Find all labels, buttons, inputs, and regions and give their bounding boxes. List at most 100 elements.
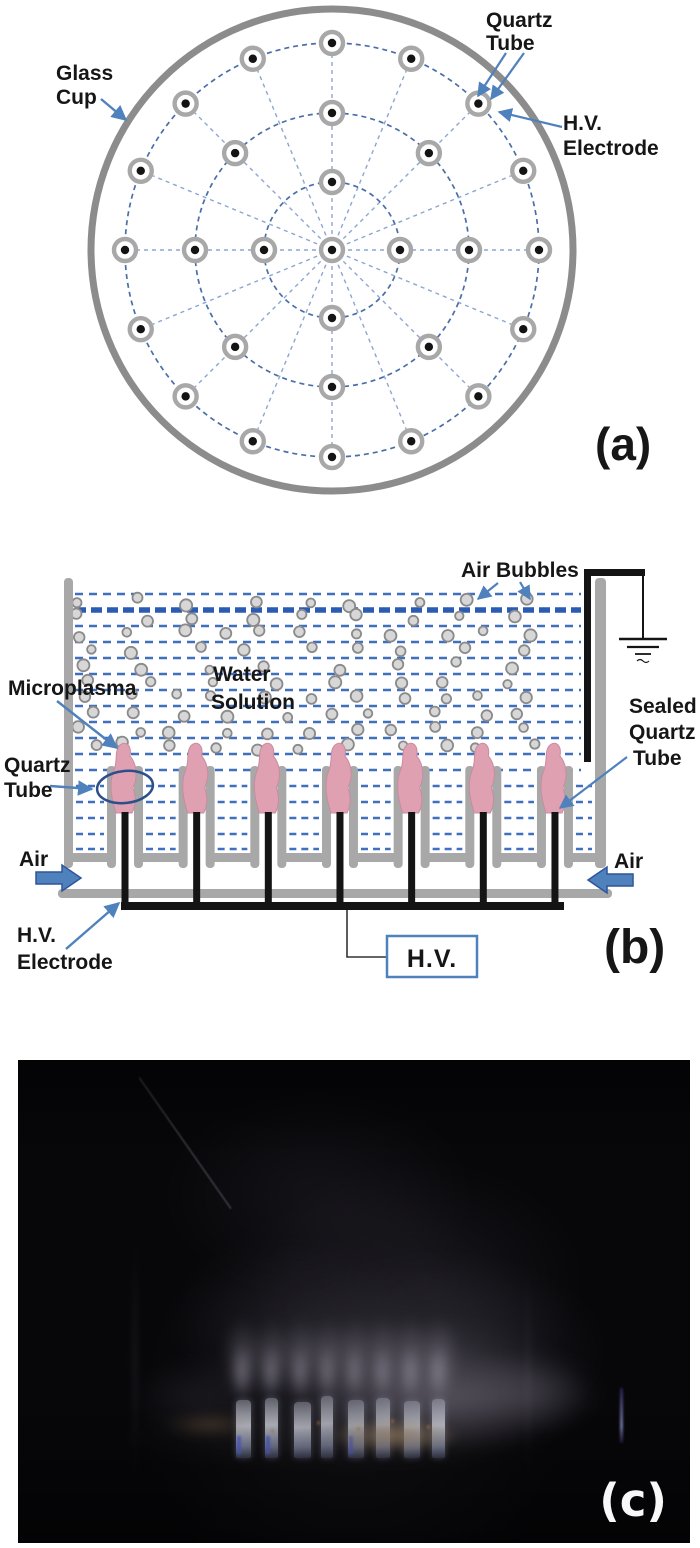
air-arrow-left-icon xyxy=(586,865,634,895)
air-bubbles-label: Air Bubbles xyxy=(461,559,579,582)
air-bubble xyxy=(480,709,494,722)
air-bubble xyxy=(78,690,92,703)
grid-spoke xyxy=(331,91,491,251)
air-bubble xyxy=(237,643,251,657)
air-bubble xyxy=(502,679,513,690)
glass-cup-outline xyxy=(87,5,577,495)
air-bubble xyxy=(440,693,452,705)
air-bubble xyxy=(282,712,294,723)
hv-electrode-dot-icon xyxy=(474,99,483,108)
quartz-tube-electrode-marker xyxy=(465,383,492,410)
panel-c-discharge-photo: (c) xyxy=(18,1060,690,1543)
air-bubble xyxy=(185,612,199,626)
air-bubble xyxy=(135,727,147,738)
quartz-tube-electrode-marker xyxy=(386,236,414,264)
quartz-tube-right-wall xyxy=(420,766,430,868)
air-bubble xyxy=(306,641,318,654)
tube-floor-segment xyxy=(496,853,542,862)
annotation-water-solution: Water Solution xyxy=(211,663,295,714)
hv-electrode-dot-icon xyxy=(464,245,474,255)
air-bubble xyxy=(435,676,449,689)
water-solution-label-line2: Solution xyxy=(211,691,295,714)
microplasma-plume xyxy=(253,742,280,814)
air-bubble xyxy=(407,614,420,627)
air-bubble xyxy=(195,641,207,653)
air-bubble xyxy=(510,707,524,721)
grid-spoke xyxy=(245,42,333,251)
reactor-left-wall xyxy=(64,578,73,868)
air-bubble xyxy=(508,609,522,624)
air-bubble xyxy=(219,627,233,640)
quartz-tube-electrode-marker xyxy=(172,383,199,410)
quartz-tube-electrode-marker xyxy=(510,157,537,184)
hv-electrode-dot-icon xyxy=(327,313,337,323)
quartz-tube-electrode-marker xyxy=(318,304,346,332)
ground-electrode-rod xyxy=(584,572,591,762)
hv-electrode-dot-icon xyxy=(327,177,337,187)
tube-floor-segment xyxy=(209,853,256,862)
quartz-tube-electrode-marker xyxy=(318,29,346,57)
quartz-tube-electrode-marker xyxy=(510,316,537,343)
hv-electrode-dot-icon xyxy=(230,342,240,352)
air-bubble xyxy=(391,658,405,671)
quartz-tube-electrode-marker xyxy=(239,45,266,72)
hv-electrode-dot-icon xyxy=(474,392,483,401)
quartz-tube-electrode-marker xyxy=(172,90,199,117)
tube-floor-segment xyxy=(424,853,471,862)
panel-a-top-view: Glass Cup Quartz Tube H.V. Electrode (a) xyxy=(56,5,659,495)
hv-electrode-dot-icon xyxy=(190,245,200,255)
hv-electrode-dot-icon xyxy=(327,245,337,255)
quartz-tube-b-label-line1: Quartz xyxy=(4,754,71,777)
glass-cup-label-line2: Cup xyxy=(56,86,97,109)
water-dashed-lines xyxy=(75,592,581,772)
air-bubble xyxy=(253,624,266,637)
air-bubble xyxy=(440,738,455,753)
quartz-tube-electrode-marker xyxy=(239,428,266,455)
air-bubble xyxy=(519,690,533,705)
panel-a-letter: (a) xyxy=(595,418,651,470)
air-bubble xyxy=(207,676,219,688)
air-bubble xyxy=(81,673,94,687)
air-bubble xyxy=(414,597,426,608)
grid-spoke xyxy=(173,91,333,251)
air-arrow-right-icon xyxy=(35,863,83,893)
hv-electrode-b-label-line2: Electrode xyxy=(17,951,113,974)
annotation-microplasma: Microplasma xyxy=(8,677,137,749)
quartz-tube-label-line1: Quartz xyxy=(486,9,553,32)
panel-c-letter: (c) xyxy=(599,1474,667,1527)
water-solution-label-line1: Water xyxy=(213,663,271,686)
air-bubble xyxy=(121,626,133,638)
annotation-quartz-tube-b: Quartz Tube xyxy=(4,754,155,805)
quartz-tube-electrode-marker xyxy=(318,168,346,196)
hv-electrode-rod xyxy=(551,812,559,909)
air-bubble xyxy=(450,656,462,668)
annotation-hv-electrode-b: H.V. Electrode xyxy=(17,901,121,974)
hv-electrode-dot-icon xyxy=(424,148,434,158)
air-bubble xyxy=(383,628,398,643)
air-bubble xyxy=(362,708,374,719)
air-bubble xyxy=(125,687,138,700)
hv-electrode-rods xyxy=(121,812,559,909)
air-bubble xyxy=(305,597,317,609)
air-bubble xyxy=(454,610,465,622)
quartz-tube-highlight-ellipse xyxy=(95,769,155,805)
annotation-air-bubbles: Air Bubbles xyxy=(461,559,579,601)
air-bubble xyxy=(246,613,261,628)
hv-electrode-label-line1: H.V. xyxy=(563,112,602,135)
air-bubble xyxy=(302,727,316,741)
hv-electrode-dot-icon xyxy=(327,108,337,118)
electrode-array xyxy=(111,29,553,471)
quartz-tube-electrode-marker xyxy=(221,139,249,167)
sealed-label-line2: Quartz xyxy=(629,721,696,744)
air-bubble xyxy=(441,629,455,643)
quartz-tube-electrode-marker xyxy=(221,333,249,361)
polar-grid-spokes xyxy=(108,26,556,474)
microplasma-plumes xyxy=(110,742,567,814)
air-bubble xyxy=(71,597,83,609)
panel-b-letter: (b) xyxy=(604,921,665,974)
hv-electrode-dot-icon xyxy=(181,99,190,108)
hv-electrode-dot-icon xyxy=(534,245,544,255)
tube-floor-segment xyxy=(567,853,600,862)
microplasma-plume xyxy=(468,742,495,814)
